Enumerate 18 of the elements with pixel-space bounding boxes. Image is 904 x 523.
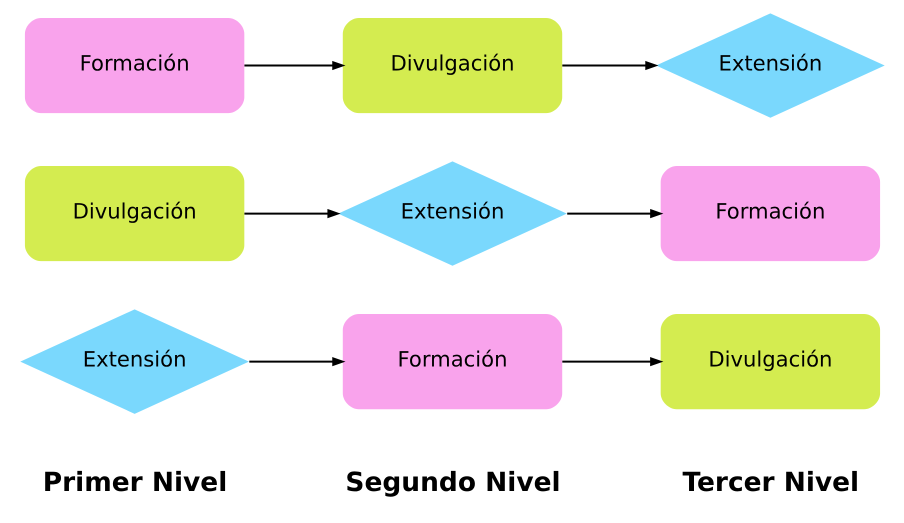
- arrow: [248, 356, 346, 366]
- node-diamond: Extensión: [656, 13, 884, 118]
- label: Tercer Nivel: [682, 467, 859, 498]
- node-diamond: Extensión: [20, 309, 248, 414]
- label: Segundo Nivel: [344, 467, 560, 498]
- node-box: Divulgación: [342, 18, 562, 114]
- node-diamond: Extensión: [338, 161, 566, 266]
- node-box: Divulgación: [660, 314, 880, 410]
- node-box: Formación: [660, 166, 880, 262]
- label: Primer Nivel: [42, 467, 227, 498]
- arrow: [244, 60, 345, 70]
- node-box: Formación: [342, 314, 562, 410]
- arrow: [244, 208, 340, 218]
- arrow: [566, 208, 663, 218]
- arrow: [562, 60, 658, 70]
- arrow: [562, 356, 663, 366]
- node-box: Formación: [24, 18, 244, 114]
- node-box: Divulgación: [24, 166, 244, 262]
